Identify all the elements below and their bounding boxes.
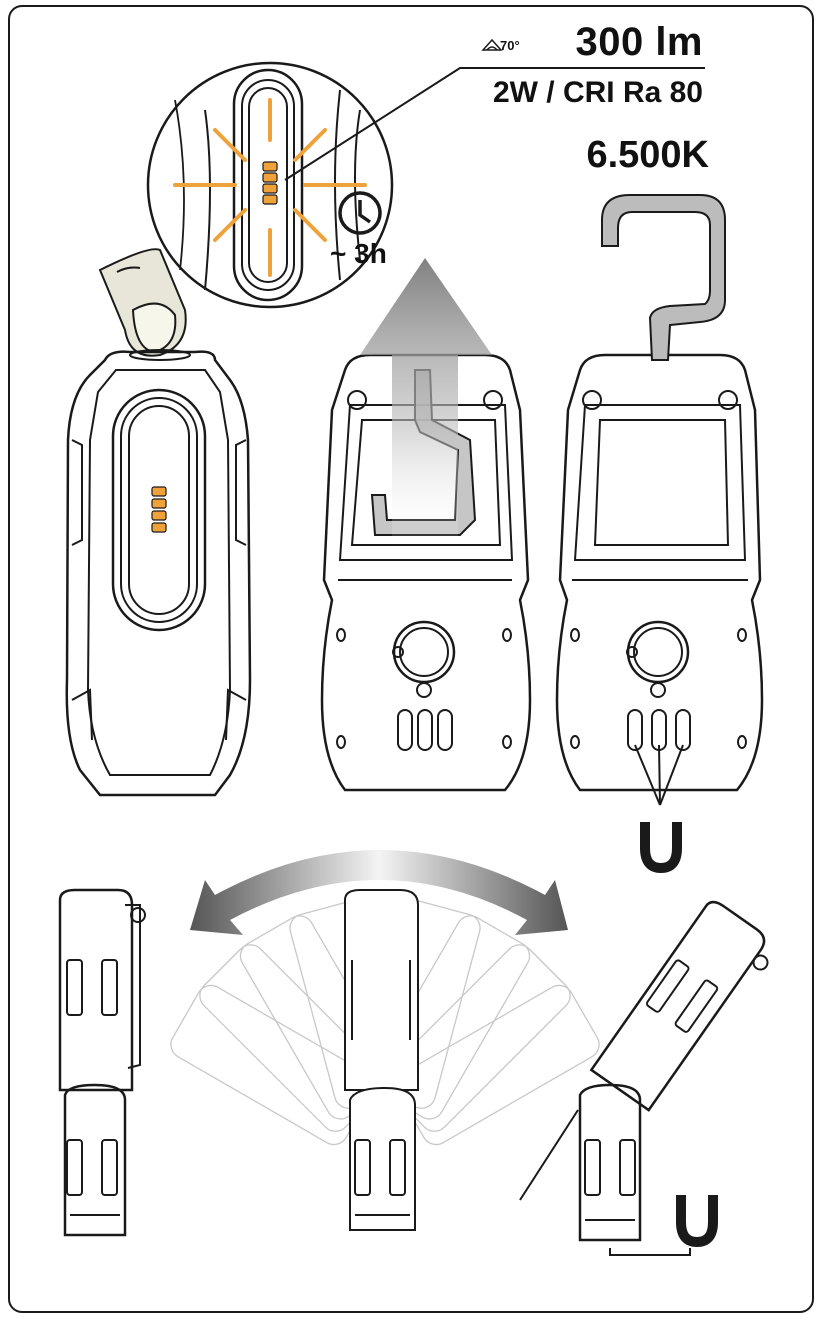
hook-deployed <box>601 194 726 361</box>
illustration-frame <box>8 5 814 1313</box>
magnet-icon-base <box>609 1195 718 1256</box>
up-arrow-icon <box>360 258 492 540</box>
lumens-label: 300 lm <box>575 20 703 64</box>
magnet-icon <box>640 822 682 874</box>
zoom-led-array <box>262 161 278 205</box>
beam-angle-label: 70° <box>500 38 520 53</box>
work-light-side-left <box>58 888 146 1237</box>
beam-angle-icon <box>481 38 503 51</box>
led-glow-rays <box>173 98 367 277</box>
callout-line <box>284 67 705 181</box>
front-led-array <box>151 486 167 533</box>
runtime-label: ~ 3h <box>330 238 387 269</box>
clock-icon <box>338 191 382 235</box>
color-temperature-label: 6.500K <box>586 134 709 176</box>
work-light-side-center <box>344 889 419 1231</box>
work-light-front <box>65 349 252 797</box>
rotation-arc-icon <box>190 850 568 935</box>
finger-press-icon <box>98 248 187 357</box>
work-light-side-tilted <box>519 900 769 1242</box>
power-cri-label: 2W / CRI Ra 80 <box>492 76 703 109</box>
work-light-back-hook-deployed <box>555 353 764 806</box>
